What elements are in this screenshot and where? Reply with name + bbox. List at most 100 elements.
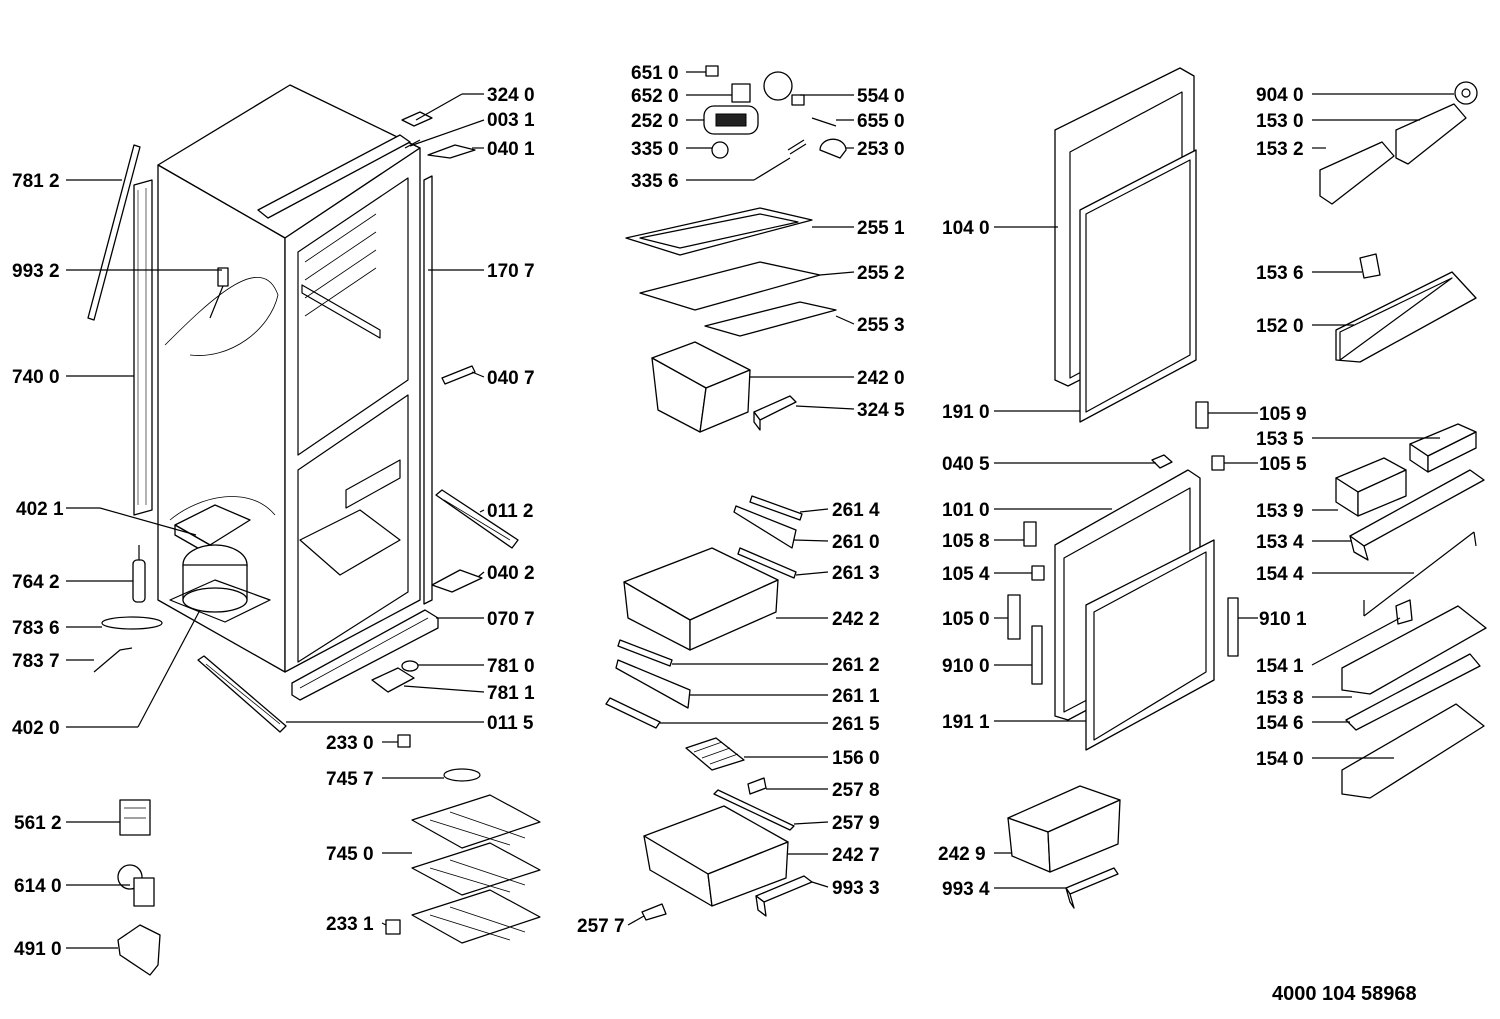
callout-011-5: 011 5: [487, 713, 534, 734]
part-105-4: [1031, 565, 1045, 581]
callout-255-2: 255 2: [857, 263, 905, 284]
callout-105-5: 105 5: [1259, 454, 1307, 475]
part-154-1: [1395, 599, 1413, 625]
callout-154-6: 154 6: [1256, 713, 1304, 734]
callout-104-0: 104 0: [942, 218, 990, 239]
part-904-0: [1454, 81, 1478, 105]
shelf-153-8: [1341, 605, 1487, 695]
rail-261-5: [605, 697, 661, 729]
callout-105-9: 105 9: [1259, 404, 1307, 425]
callout-261-1: 261 1: [832, 686, 880, 707]
rail-261-4: [749, 495, 803, 521]
foot-781-0: [401, 660, 419, 672]
base-cover-070-7: [291, 609, 439, 701]
ice-tray-156-0: [685, 737, 745, 771]
bin-242-9: [1007, 785, 1121, 873]
part-655-0: [811, 117, 837, 127]
callout-993-2: 993 2: [12, 261, 60, 282]
callout-324-0: 324 0: [487, 85, 535, 106]
callout-783-6: 783 6: [12, 618, 60, 639]
callout-655-0: 655 0: [857, 111, 905, 132]
callout-257-8: 257 8: [832, 780, 880, 801]
grille-781-1: [371, 667, 415, 693]
egg-tray-153-2: [1319, 141, 1395, 205]
callout-554-0: 554 0: [857, 86, 905, 107]
part-105-5: [1211, 455, 1225, 471]
callout-491-0: 491 0: [14, 939, 62, 960]
callout-154-1: 154 1: [1256, 656, 1304, 677]
lamp-housing-252-0: [703, 105, 759, 135]
callout-993-3: 993 3: [832, 878, 880, 899]
hinge-040-2: [431, 569, 483, 593]
callout-233-0: 233 0: [326, 733, 374, 754]
part-910-1: [1227, 597, 1239, 657]
part-105-9: [1195, 401, 1209, 429]
lid-153-0: [1395, 103, 1467, 165]
callout-153-9: 153 9: [1256, 501, 1304, 522]
bin-242-0: [651, 341, 751, 433]
shelf-255-1: [625, 207, 813, 256]
callout-040-2: 040 2: [487, 563, 535, 584]
relay-561-2: [119, 799, 151, 836]
box-153-5: [1409, 423, 1477, 473]
callout-257-9: 257 9: [832, 813, 880, 834]
seal-170-7: [423, 175, 433, 605]
compressor-402-0: [169, 544, 271, 623]
part-651-0: [705, 65, 719, 77]
callout-335-6: 335 6: [631, 171, 679, 192]
callout-261-0: 261 0: [832, 532, 880, 553]
callout-253-0: 253 0: [857, 139, 905, 160]
hinge-040-1: [427, 144, 476, 159]
callout-261-3: 261 3: [832, 563, 880, 584]
callout-105-4: 105 4: [942, 564, 990, 585]
callout-233-1: 233 1: [326, 914, 374, 935]
callout-154-0: 154 0: [1256, 749, 1304, 770]
cover-402-1: [174, 504, 251, 556]
rail-011-5: [197, 655, 287, 733]
rack-745-0: [411, 794, 541, 944]
callout-011-2: 011 2: [487, 501, 534, 522]
cover-253-0: [819, 138, 847, 159]
thermostat-652-0: [731, 83, 751, 103]
part-257-8: [747, 777, 767, 795]
callout-242-0: 242 0: [857, 368, 905, 389]
callout-324-5: 324 5: [857, 400, 905, 421]
rail-153-4: [1349, 469, 1485, 561]
clip-233-1: [385, 919, 401, 935]
shelf-255-2: [639, 261, 821, 311]
part-257-7: [641, 903, 667, 921]
probe-993-2: [209, 267, 229, 319]
drawer-242-7: [643, 805, 789, 907]
callout-745-7: 745 7: [326, 769, 374, 790]
part-153-6: [1359, 253, 1381, 279]
drawer-242-2: [623, 547, 779, 651]
cover-040-7: [441, 365, 476, 385]
callout-402-1: 402 1: [16, 499, 64, 520]
spring-335-6: [787, 139, 807, 155]
callout-764-2: 764 2: [12, 572, 60, 593]
capacitor-764-2: [132, 545, 146, 603]
callout-783-7: 783 7: [12, 651, 60, 672]
callout-745-0: 745 0: [326, 844, 374, 865]
callout-242-9: 242 9: [938, 844, 986, 865]
callout-153-6: 153 6: [1256, 263, 1304, 284]
clip-233-0: [397, 734, 411, 748]
callout-993-4: 993 4: [942, 879, 990, 900]
callout-252-0: 252 0: [631, 111, 679, 132]
callout-153-4: 153 4: [1256, 532, 1304, 553]
refrigerator-cabinet: [157, 84, 421, 673]
callout-257-7: 257 7: [577, 916, 625, 937]
callout-781-2: 781 2: [12, 171, 60, 192]
knob-335-0: [711, 141, 729, 159]
callout-740-0: 740 0: [12, 367, 60, 388]
rail-261-2: [617, 639, 673, 667]
shelf-154-0: [1341, 703, 1485, 799]
callout-261-2: 261 2: [832, 655, 880, 676]
gasket-740-0: [133, 179, 153, 516]
callout-040-7: 040 7: [487, 368, 535, 389]
bar-154-6: [1345, 653, 1481, 731]
relay-cover-491-0: [117, 924, 161, 976]
callout-040-1: 040 1: [487, 139, 535, 160]
callout-070-7: 070 7: [487, 609, 535, 630]
